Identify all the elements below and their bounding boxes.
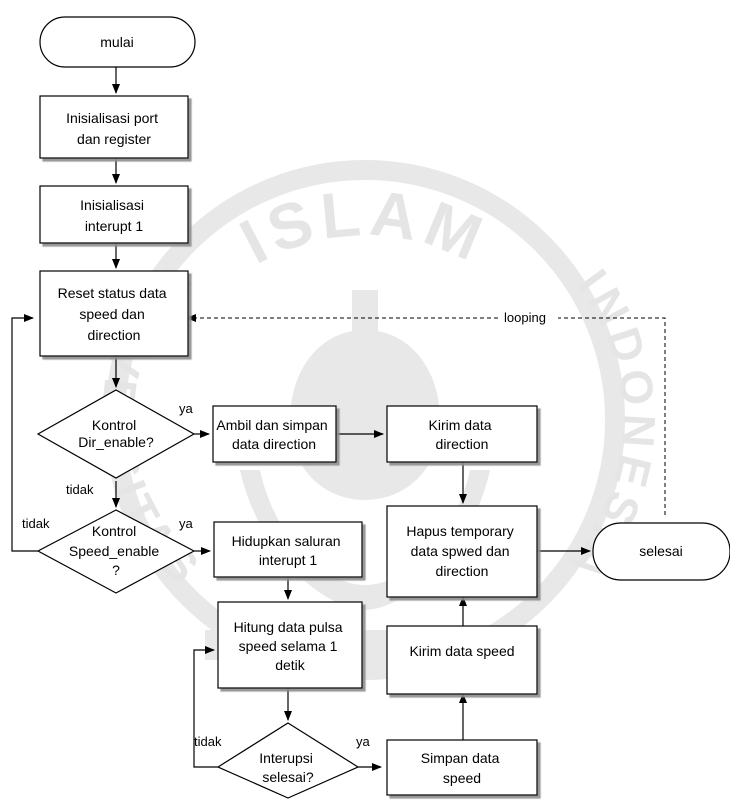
svg-text:Reset status data speed: Reset status data speed dan direction — [58, 285, 171, 343]
svg-text:Inisialisasi port dan re: Inisialisasi port dan register — [66, 110, 162, 147]
svg-text:selesai: selesai — [639, 543, 683, 559]
svg-text:Hapus temporary data spw: Hapus temporary data spwed dan direction — [406, 523, 517, 579]
node-init-interrupt: Inisialisasi interupt 1 — [39, 185, 189, 244]
node-send-speed: Kirim data speed — [386, 625, 538, 695]
node-end-label: selesai — [639, 543, 683, 559]
svg-text:Kontrol Dir_enable?: Kontrol Dir_enable? — [78, 417, 154, 450]
svg-text:Interupsi selesai?: Interupsi selesai? — [259, 750, 317, 785]
svg-text:Ambil dan simpan data di: Ambil dan simpan data direction — [216, 417, 331, 452]
node-enable-interrupt: Hidupkan saluran interupt 1 — [213, 521, 363, 578]
label-loop: looping — [504, 310, 546, 325]
node-decision-speed: Kontrol Speed_enable ? — [36, 509, 196, 594]
node-start: mulai — [39, 16, 196, 68]
edge-interrupt-no — [193, 646, 218, 768]
label-interrupt-yes: ya — [356, 734, 371, 749]
svg-text:Kontrol Speed_enable: Kontrol Speed_enable ? — [69, 523, 163, 578]
node-decision-interrupt: Interupsi selesai? — [216, 722, 360, 799]
edge-loop — [186, 314, 666, 515]
node-take-store-direction: Ambil dan simpan data direction — [212, 405, 337, 463]
node-send-direction: Kirim data direction — [386, 405, 538, 463]
node-clear-temp: Hapus temporary data spwed dan direction — [386, 505, 538, 598]
svg-text:Hidupkan saluran interup: Hidupkan saluran interupt 1 — [232, 533, 345, 568]
label-loop-bg — [500, 308, 558, 326]
label-speed-no: tidak — [22, 516, 50, 531]
university-logo-watermark: ISLAM UNIVERSITAS INDONESIA — [91, 160, 660, 680]
svg-text:Kirim data speed: Kirim data speed — [409, 643, 514, 659]
node-reset-status: Reset status data speed dan direction — [39, 270, 189, 357]
label-interrupt-no: tidak — [194, 734, 222, 749]
label-dir-yes: ya — [179, 401, 194, 416]
node-decision-dir: Kontrol Dir_enable? — [36, 389, 196, 479]
node-init-port: Inisialisasi port dan register — [39, 95, 189, 159]
svg-text:mulai: mulai — [100, 34, 133, 50]
label-speed-yes: ya — [179, 516, 194, 531]
label-dir-no: tidak — [66, 482, 94, 497]
node-start-label: mulai — [100, 34, 133, 50]
edge-speed-no — [11, 314, 38, 552]
node-end: selesai — [592, 522, 730, 581]
node-count-pulses: Hitung data pulsa speed selama 1 detik — [217, 601, 363, 689]
edges — [11, 67, 666, 771]
svg-text:Simpan data speed: Simpan data speed — [421, 750, 504, 786]
svg-text:Inisialisasi interupt 1: Inisialisasi interupt 1 — [80, 197, 148, 234]
svg-text:Kirim data direction: Kirim data direction — [429, 417, 496, 452]
node-store-speed: Simpan data speed — [386, 739, 538, 796]
svg-text:Hitung data pulsa speed: Hitung data pulsa speed selama 1 detik — [234, 619, 347, 673]
